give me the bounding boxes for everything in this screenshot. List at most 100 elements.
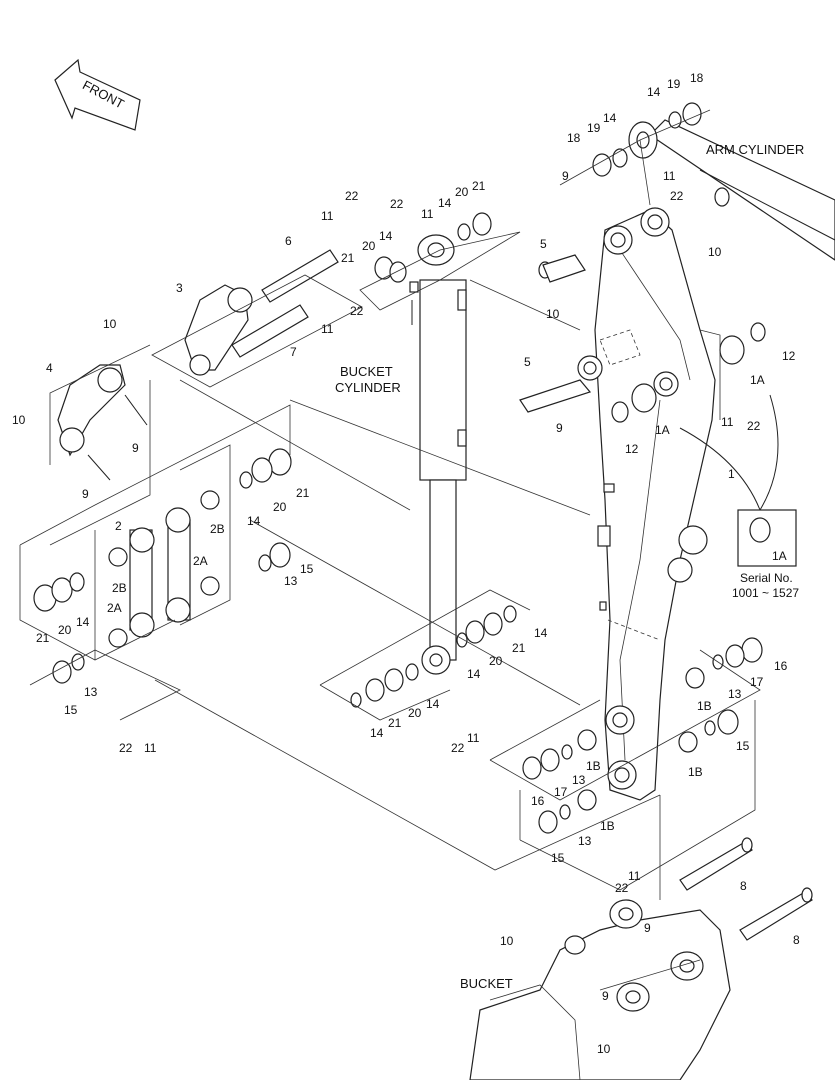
callout-19: 19: [587, 121, 601, 135]
callout-21: 21: [388, 716, 402, 730]
bucket-cylinder-label-2: CYLINDER: [335, 380, 401, 395]
callout-10: 10: [708, 245, 722, 259]
callout-9: 9: [82, 487, 89, 501]
callout-14: 14: [379, 229, 393, 243]
callout-8: 8: [740, 879, 747, 893]
callout-13: 13: [572, 773, 586, 787]
front-arrow: FRONT: [54, 58, 141, 131]
callout-20: 20: [408, 706, 422, 720]
bucket: BUCKET: [460, 899, 731, 1080]
callout-20: 20: [58, 623, 72, 637]
callout-15: 15: [64, 703, 78, 717]
callout-11: 11: [721, 415, 734, 429]
callout-10: 10: [500, 934, 514, 948]
callouts: 1 1A 1A 1A 1B 1B 1B 1B 2 2A 2A 2B 2B 3 4…: [12, 71, 800, 1056]
callout-21: 21: [472, 179, 486, 193]
callout-13: 13: [728, 687, 742, 701]
callout-3: 3: [176, 281, 183, 295]
callout-14: 14: [467, 667, 481, 681]
callout-22: 22: [451, 741, 465, 755]
callout-12: 12: [625, 442, 639, 456]
callout-1a: 1A: [750, 373, 765, 387]
bucket-label: BUCKET: [460, 976, 513, 991]
callout-20: 20: [489, 654, 503, 668]
callout-1b: 1B: [586, 759, 601, 773]
callout-7: 7: [290, 345, 297, 359]
callout-20: 20: [273, 500, 287, 514]
callout-1b: 1B: [697, 699, 712, 713]
callout-11: 11: [421, 207, 434, 221]
arm-cylinder: ARM CYLINDER: [628, 119, 835, 261]
callout-8: 8: [793, 933, 800, 947]
callout-11: 11: [321, 322, 334, 336]
callout-21: 21: [296, 486, 310, 500]
callout-14: 14: [247, 514, 261, 528]
callout-15: 15: [736, 739, 750, 753]
callout-17: 17: [750, 675, 764, 689]
arm-cylinder-label: ARM CYLINDER: [706, 142, 804, 157]
callout-14: 14: [647, 85, 661, 99]
callout-11: 11: [467, 731, 480, 745]
callout-14: 14: [370, 726, 384, 740]
pins-8: [679, 837, 813, 941]
callout-22: 22: [390, 197, 404, 211]
callout-11: 11: [628, 869, 641, 883]
callout-14: 14: [534, 626, 548, 640]
callout-14: 14: [438, 196, 452, 210]
linkage-2: [108, 490, 220, 648]
callout-9: 9: [132, 441, 139, 455]
callout-11: 11: [321, 209, 334, 223]
callout-20: 20: [362, 239, 376, 253]
callout-10: 10: [12, 413, 26, 427]
callout-2a: 2A: [107, 601, 122, 615]
callout-1b: 1B: [600, 819, 615, 833]
arm-body: [577, 207, 716, 801]
callout-14: 14: [76, 615, 90, 629]
callout-22: 22: [350, 304, 364, 318]
bucket-cylinder-label-1: BUCKET: [340, 364, 393, 379]
callout-11: 11: [663, 169, 676, 183]
callout-17: 17: [554, 785, 568, 799]
callout-21: 21: [36, 631, 50, 645]
callout-13: 13: [284, 574, 298, 588]
serial-label-1: Serial No.: [740, 571, 793, 585]
callout-18: 18: [690, 71, 704, 85]
callout-16: 16: [774, 659, 788, 673]
callout-2a: 2A: [193, 554, 208, 568]
callout-1b: 1B: [688, 765, 703, 779]
callout-11: 11: [144, 741, 157, 755]
callout-9: 9: [602, 989, 609, 1003]
callout-9: 9: [556, 421, 563, 435]
bucket-cylinder: BUCKET CYLINDER: [335, 234, 467, 675]
callout-15: 15: [551, 851, 565, 865]
callout-10: 10: [546, 307, 560, 321]
callout-22: 22: [345, 189, 359, 203]
callout-9: 9: [644, 921, 651, 935]
callout-22: 22: [615, 881, 629, 895]
callout-19: 19: [667, 77, 681, 91]
callout-18: 18: [567, 131, 581, 145]
callout-13: 13: [578, 834, 592, 848]
callout-2b: 2B: [210, 522, 225, 536]
callout-12: 12: [782, 349, 796, 363]
callout-22: 22: [670, 189, 684, 203]
callout-14: 14: [426, 697, 440, 711]
callout-20: 20: [455, 185, 469, 199]
callout-5: 5: [540, 237, 547, 251]
callout-5: 5: [524, 355, 531, 369]
callout-10: 10: [103, 317, 117, 331]
callout-13: 13: [84, 685, 98, 699]
callout-6: 6: [285, 234, 292, 248]
callout-22: 22: [747, 419, 761, 433]
callout-2b: 2B: [112, 581, 127, 595]
callout-1a: 1A: [772, 549, 787, 563]
callout-1: 1: [728, 467, 735, 481]
callout-14: 14: [603, 111, 617, 125]
callout-1a: 1A: [655, 423, 670, 437]
callout-21: 21: [341, 251, 355, 265]
callout-10: 10: [597, 1042, 611, 1056]
callout-4: 4: [46, 361, 53, 375]
washer-groups: [33, 102, 766, 834]
callout-21: 21: [512, 641, 526, 655]
